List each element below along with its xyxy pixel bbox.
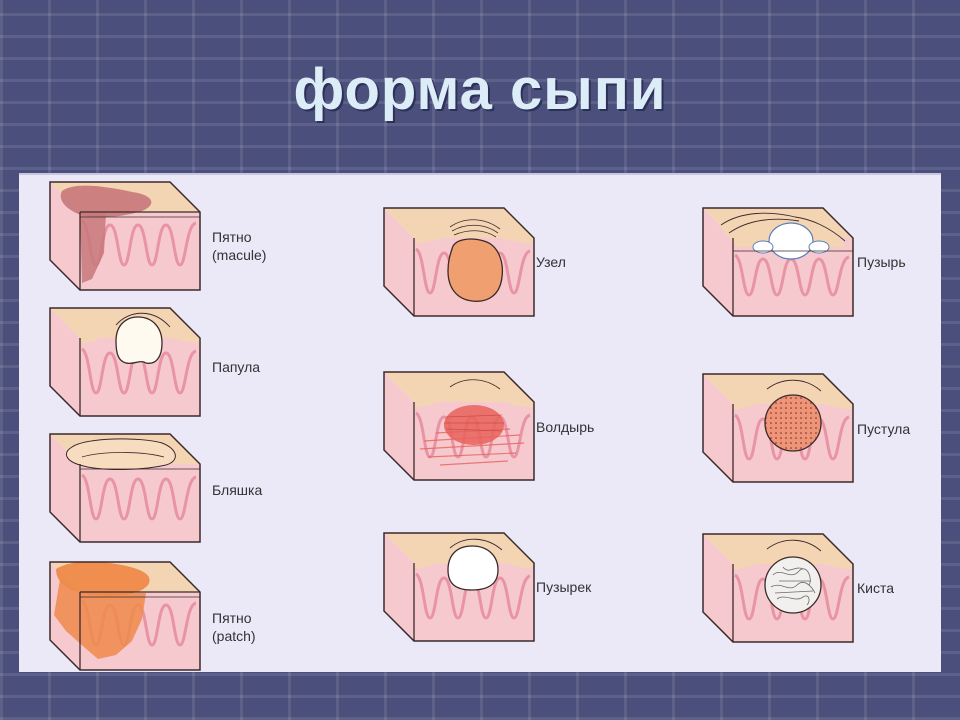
- diagram-macule: [46, 179, 206, 297]
- diagram-nodule: [380, 205, 540, 323]
- diagram-papule: [46, 305, 206, 423]
- label-patch: Пятно(patch): [212, 610, 256, 644]
- label-vesicle: Пузырек: [536, 579, 592, 595]
- diagram-vesicle: [380, 530, 540, 648]
- diagram-panel: Пятно(macule) Папула: [19, 173, 941, 672]
- diagram-patch: [46, 559, 206, 677]
- label-papule: Папула: [212, 359, 261, 375]
- label-bulla: Пузырь: [857, 254, 906, 270]
- label-wheal: Волдырь: [536, 419, 595, 435]
- diagram-wheal: [380, 369, 540, 487]
- label-macule: Пятно(macule): [212, 229, 267, 263]
- diagram-plaque: [46, 431, 206, 549]
- label-nodule: Узел: [536, 254, 566, 270]
- diagram-pustule: [699, 371, 859, 489]
- diagram-bulla: [699, 205, 859, 323]
- label-plaque: Бляшка: [212, 482, 263, 498]
- label-pustule: Пустула: [857, 421, 911, 437]
- label-cyst: Киста: [857, 580, 895, 596]
- diagram-cyst: [699, 531, 859, 649]
- slide-title: форма сыпи: [293, 57, 667, 122]
